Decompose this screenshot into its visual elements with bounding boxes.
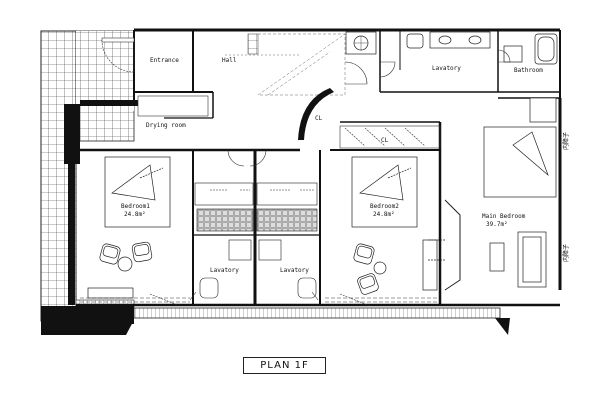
hall-void <box>225 33 346 96</box>
label-lavatory-top: Lavatory <box>432 65 461 72</box>
bedroom-doors <box>189 149 319 301</box>
closet-corridor <box>339 125 441 149</box>
top-fixtures <box>345 31 558 123</box>
label-bedroom2-area: 24.8m² <box>373 211 395 218</box>
bedroom1-furniture <box>87 156 171 299</box>
entrance-door <box>101 37 135 73</box>
label-drying-room: Drying room <box>146 122 186 129</box>
plan-title: PLAN 1F <box>243 357 326 374</box>
label-entrance: Entrance <box>150 57 179 64</box>
deck-bottom <box>133 307 501 319</box>
outer-walls <box>76 28 562 307</box>
label-main-bedroom: Main Bedroom <box>482 213 526 220</box>
hall-curved-wall <box>298 88 334 140</box>
sliding-screens <box>80 293 437 307</box>
closet-label-corridor: CL <box>381 137 389 144</box>
top-doors <box>344 49 511 85</box>
label-bedroom1-area: 24.8m² <box>124 211 146 218</box>
label-lavatory-right: Lavatory <box>280 267 309 274</box>
closet-label-hall: CL <box>315 115 323 122</box>
label-side-bottom: 内障子 <box>562 244 570 262</box>
label-hall: Hall <box>222 57 237 64</box>
main-bedroom-furniture <box>428 126 557 291</box>
label-lavatory-left: Lavatory <box>210 267 239 274</box>
label-side-top: 内障子 <box>562 132 570 150</box>
drying-room-box <box>137 95 209 117</box>
label-bedroom1: Bedroom1 <box>121 203 150 210</box>
label-bedroom2: Bedroom2 <box>370 203 399 210</box>
bedroom2-furniture <box>351 156 438 295</box>
label-bathroom: Bathroom <box>514 67 543 74</box>
label-main-bedroom-area: 39.7m² <box>486 221 508 228</box>
interior-walls <box>76 30 560 305</box>
central-wash-block <box>194 182 318 299</box>
